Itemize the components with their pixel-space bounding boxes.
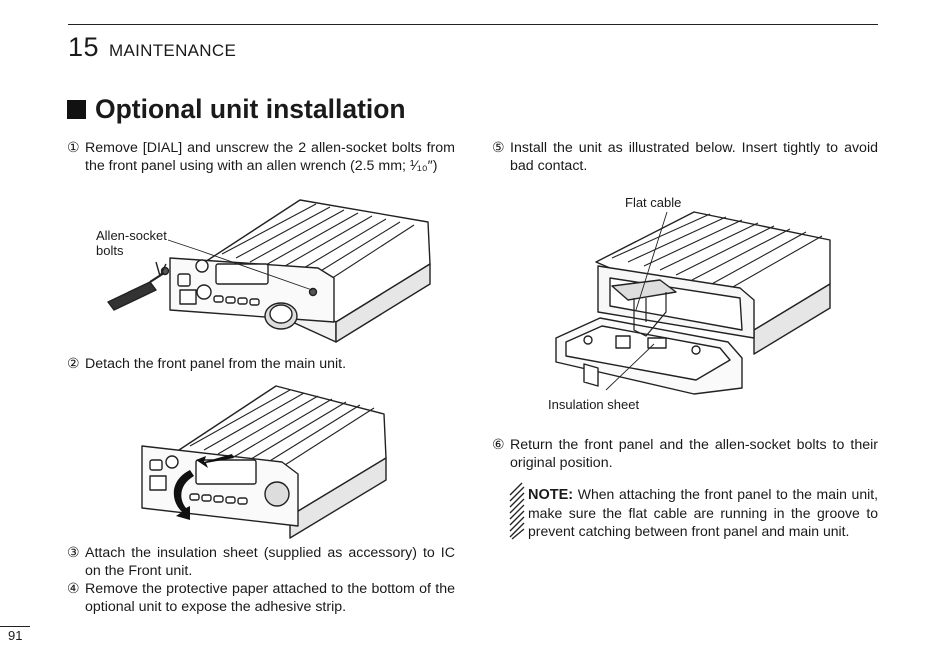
footer-rule: [0, 626, 30, 627]
step-marker: ⑥: [492, 437, 505, 453]
note-label: NOTE:: [528, 487, 574, 503]
step-text: Attach the insulation sheet (supplied as…: [85, 545, 455, 579]
step-6: ⑥ Return the front panel and the allen-s…: [492, 436, 878, 472]
step-marker: ①: [67, 140, 80, 156]
section-title: Optional unit installation: [95, 94, 406, 124]
figure1-callout: Allen-socket bolts: [96, 228, 167, 258]
section-bullet-square: [67, 100, 86, 119]
chapter-title: MAINTENANCE: [109, 41, 237, 60]
step-5: ⑤ Install the unit as illustrated below.…: [492, 139, 878, 175]
note-box: NOTE: When attaching the front panel to …: [509, 482, 878, 540]
step-1: ① Remove [DIAL] and unscrew the 2 allen-…: [67, 139, 455, 175]
step-text: Detach the front panel from the main uni…: [85, 356, 347, 372]
figure3-callout-insulation-sheet: Insulation sheet: [548, 397, 640, 412]
step-text: Install the unit as illustrated below. I…: [510, 140, 878, 174]
section-heading: Optional unit installation: [67, 94, 406, 125]
page-number: 91: [8, 628, 23, 643]
step-4: ④ Remove the protective paper attached t…: [67, 580, 455, 616]
note-text: When attaching the front panel to the ma…: [528, 486, 879, 539]
note-body: NOTE: When attaching the front panel to …: [510, 485, 878, 540]
step-3: ③ Attach the insulation sheet (supplied …: [67, 544, 455, 580]
chapter-number: 15: [68, 32, 100, 62]
step-text: Return the front panel and the allen-soc…: [510, 437, 878, 471]
step-marker: ⑤: [492, 140, 505, 156]
note-hatch-icon: [509, 482, 525, 540]
step-text: Remove the protective paper attached to …: [85, 581, 455, 615]
step-marker: ②: [67, 356, 80, 372]
step-marker: ④: [67, 581, 80, 597]
step-marker: ③: [67, 545, 80, 561]
step-text: Remove [DIAL] and unscrew the 2 allen-so…: [85, 140, 455, 174]
step-2: ② Detach the front panel from the main u…: [67, 355, 455, 373]
figure3-callout-flat-cable: Flat cable: [625, 195, 682, 210]
chapter-header: 15 MAINTENANCE: [68, 32, 236, 63]
header-rule: [68, 24, 878, 25]
